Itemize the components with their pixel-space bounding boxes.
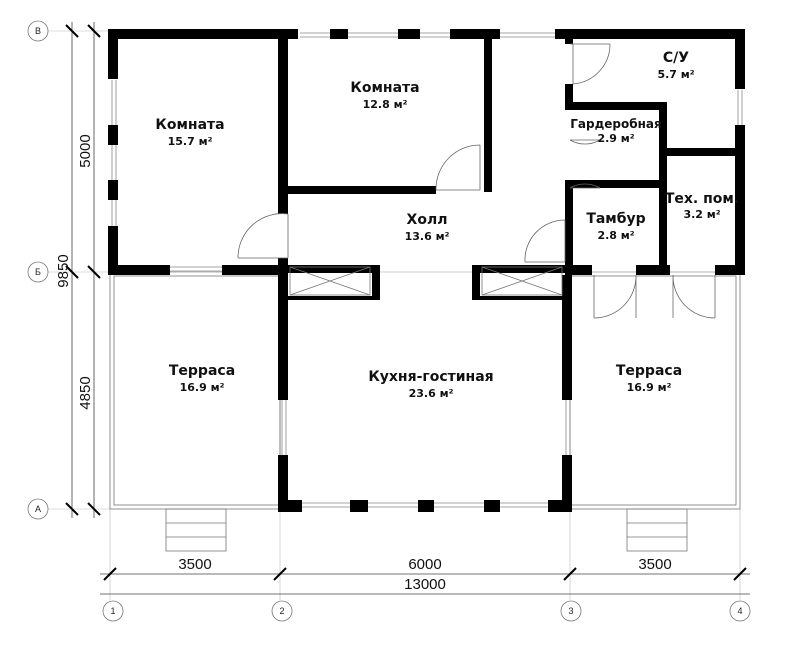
horizontal-dimension-lines xyxy=(100,567,750,595)
room-top-name: Комната xyxy=(350,80,419,96)
utility-name: Тех. пом. xyxy=(665,191,739,207)
axis-markers: В Б А 1 2 3 4 xyxy=(27,20,751,622)
terrace-steps-left xyxy=(165,508,227,552)
terrace-steps-right xyxy=(626,508,688,552)
vertical-dimension-lines xyxy=(65,22,101,518)
hall-area: 13.6 м² xyxy=(405,230,450,243)
wardrobe-name: Гардеробная xyxy=(570,117,661,131)
vestibule-area: 2.8 м² xyxy=(597,229,634,242)
vestibule-name: Тамбур xyxy=(586,211,645,227)
walls xyxy=(108,29,745,512)
dim-h-3: 3500 xyxy=(638,556,671,573)
dim-v-1: 5000 xyxy=(77,134,94,167)
room-labels: Комната 15.7 м² Комната 12.8 м² Холл 13.… xyxy=(155,50,739,400)
axis-row-2: Б xyxy=(35,267,41,277)
bathroom-area: 5.7 м² xyxy=(657,68,694,81)
terrace-left-area: 16.9 м² xyxy=(180,381,225,394)
windows xyxy=(111,32,743,508)
room-top-area: 12.8 м² xyxy=(363,98,408,111)
dim-v-total: 9850 xyxy=(55,254,72,287)
dim-h-total: 13000 xyxy=(404,576,446,593)
hall-name: Холл xyxy=(407,212,448,228)
axis-col-3: 3 xyxy=(568,606,573,616)
kitchen-name: Кухня-гостиная xyxy=(368,369,493,385)
terrace-right-area: 16.9 м² xyxy=(627,381,672,394)
doors xyxy=(237,43,716,319)
utility-area: 3.2 м² xyxy=(683,208,720,221)
bathroom-name: С/У xyxy=(663,50,689,66)
room-left-area: 15.7 м² xyxy=(168,135,213,148)
dim-h-2: 6000 xyxy=(408,556,441,573)
axis-col-2: 2 xyxy=(279,606,284,616)
kitchen-counters xyxy=(289,266,563,296)
room-left-name: Комната xyxy=(155,117,224,133)
kitchen-area: 23.6 м² xyxy=(409,387,454,400)
terrace-right-name: Терраса xyxy=(616,363,682,379)
axis-grid-lines xyxy=(42,30,741,600)
wardrobe-area: 2.9 м² xyxy=(597,132,634,145)
dim-v-2: 4850 xyxy=(77,376,94,409)
axis-row-3: А xyxy=(35,504,41,514)
axis-row-1: В xyxy=(35,26,41,36)
terrace-left-name: Терраса xyxy=(169,363,235,379)
axis-col-1: 1 xyxy=(110,606,115,616)
axis-col-4: 4 xyxy=(737,606,742,616)
dim-h-1: 3500 xyxy=(178,556,211,573)
